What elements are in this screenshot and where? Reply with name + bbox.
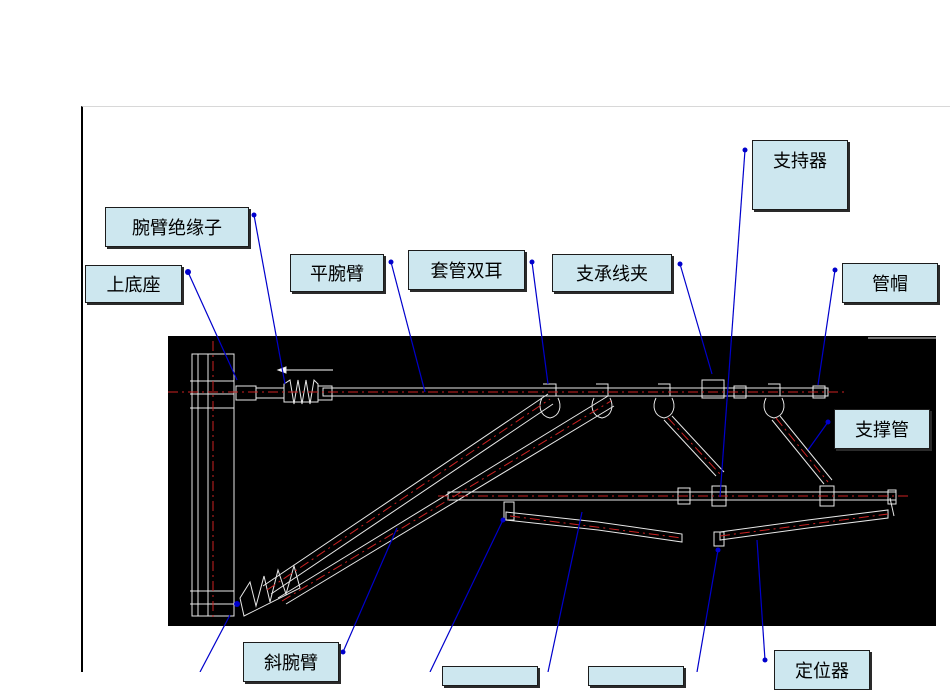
sleeve-double-ear-4 [763, 383, 785, 419]
drawing-frame [81, 106, 950, 672]
label-upper-base: 上底座 [85, 265, 182, 303]
label-support-tube: 支撑管 [834, 409, 930, 449]
cad-drawing [168, 336, 936, 626]
pointer-flat-arm [390, 261, 426, 393]
pointer-bottom-mid-2 [547, 511, 583, 672]
pointer-diagonal-arm [342, 527, 398, 653]
support-tube-2 [771, 419, 825, 485]
pointer-bottom-mid-1 [429, 519, 504, 672]
label-cut-off-1 [442, 666, 538, 686]
label-cut-off-2 [588, 666, 684, 686]
pointer-sleeve-double-ear [531, 261, 549, 385]
pointer-locator [756, 539, 766, 661]
pointer-wanbi-insulator [253, 214, 286, 385]
pointer-upper-base [187, 271, 238, 381]
pointer-lines [185, 147, 838, 672]
pointer-bottom-left [199, 614, 231, 672]
label-support-clamp: 支承线夹 [552, 254, 672, 292]
pointer-support-tube [807, 421, 829, 451]
cantilever-assembly-drawing [168, 337, 936, 621]
locator-arm-2 [719, 509, 889, 541]
diagonal-arm-insulator [239, 564, 301, 617]
support-clamp [701, 379, 725, 399]
label-support-holder: 支持器 [752, 140, 848, 210]
label-sleeve-double-ear: 套管双耳 [408, 250, 525, 290]
diagonal-arm-tube [262, 393, 549, 587]
label-diagonal-arm: 斜腕臂 [243, 642, 339, 682]
pointer-support-clamp [679, 263, 713, 375]
pointer-support-holder [719, 149, 746, 498]
label-flat-arm: 平腕臂 [290, 254, 384, 292]
pointer-bottom-right [696, 549, 719, 672]
label-tube-cap: 管帽 [842, 263, 938, 303]
label-wanbi-insulator: 腕臂绝缘子 [105, 207, 249, 247]
pointer-tube-cap [817, 269, 836, 386]
support-tube-1 [663, 419, 717, 477]
label-locator: 定位器 [774, 650, 870, 690]
